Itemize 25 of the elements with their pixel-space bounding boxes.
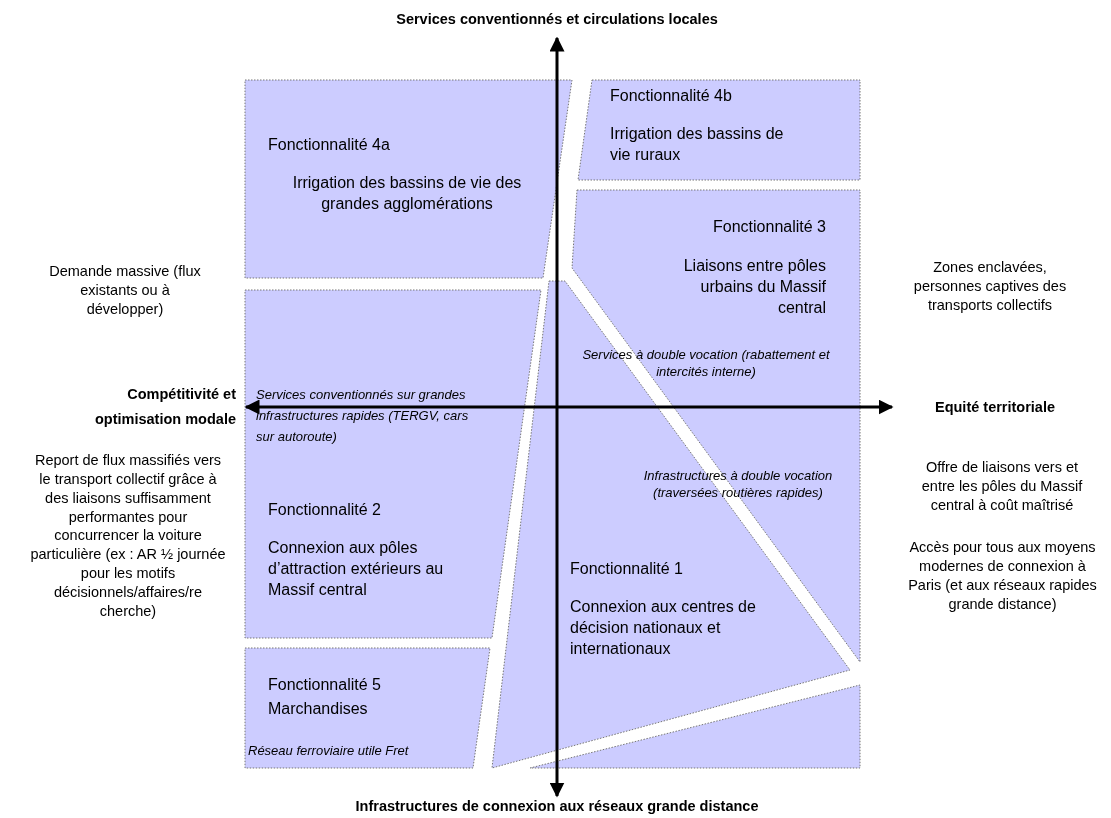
function-title: Fonctionnalité 1 (570, 559, 684, 579)
axis-note: Accès pour tous aux moyens modernes de connexion à Paris (et aux réseaux rapides grande distance) (907, 538, 1098, 614)
italic-note: Services à double vocation (rabattement et intercités interne) (581, 347, 831, 381)
axis-note: Demande massive (flux existants ou à développer) (48, 262, 202, 319)
axis-note: Zones enclavées, personnes captives des transports collectifs (912, 258, 1068, 315)
italic-note: Services conventionnés sur grandes infrastructures rapides (TERGV, cars sur autoroute) (256, 386, 470, 446)
function-description: Irrigation des bassins de vie des grandes agglomérations (291, 173, 523, 214)
function-description: Irrigation des bassins de vie ruraux (610, 124, 785, 165)
function-description: Liaisons entre pôles urbains du Massif central (682, 256, 826, 318)
axis-label: Compétitivité et optimisation modale (94, 385, 236, 430)
function-title: Fonctionnalité 4a (268, 135, 391, 155)
italic-note: Réseau ferroviaire utile Fret (248, 743, 410, 760)
function-title: Fonctionnalité 4b (610, 86, 733, 106)
axis-note: Report de flux massifiés vers le transport collectif grâce à des liaisons suffisamment performantes pour concurrencer la voiture particulière (ex : AR ½ journée pour les motifs décisionnels/affaires/re cherche) (29, 451, 227, 621)
axis-label: Infrastructures de connexion aux réseaux grande distance (354, 797, 760, 816)
function-description: Connexion aux pôles d’attraction extérieurs au Massif central (268, 538, 445, 600)
function-title: Fonctionnalité 5 (268, 675, 382, 695)
axis-label: Services conventionnés et circulations locales (395, 10, 719, 29)
italic-note: Infrastructures à double vocation (traversées routières rapides) (642, 468, 834, 502)
axis-note: Offre de liaisons vers et entre les pôles du Massif central à coût maîtrisé (920, 458, 1084, 515)
function-description: Marchandises (268, 699, 369, 719)
axis-label: Equité territoriale (933, 398, 1057, 417)
function-title: Fonctionnalité 3 (712, 217, 826, 237)
function-description: Connexion aux centres de décision nationaux et internationaux (570, 597, 757, 659)
function-description: Fonctionnalité 2 (268, 500, 382, 520)
